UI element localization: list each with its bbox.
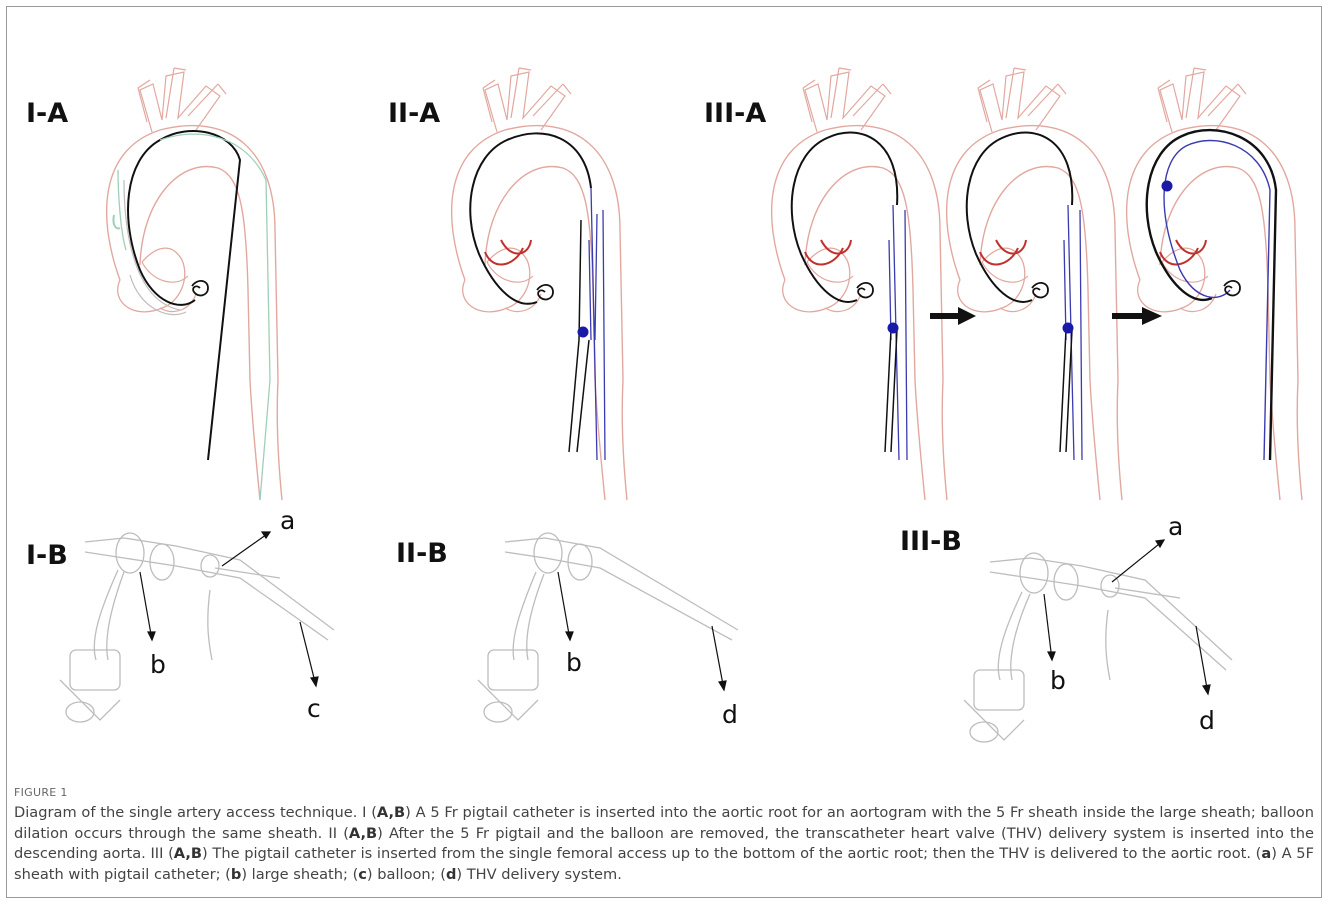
caption-bold-segment: A,B — [377, 804, 405, 821]
caption-bold-segment: b — [231, 866, 241, 883]
callout-letter-d: d — [722, 700, 738, 729]
caption-segment: ) THV delivery system. — [456, 866, 621, 883]
panel-label-ii-b: II-B — [396, 538, 448, 569]
callout-letter-a: a — [1168, 512, 1183, 541]
panel-iii-a-frame-1 — [772, 68, 947, 500]
panel-label-ii-a: II-A — [388, 98, 440, 129]
panel-ii-a-aorta — [452, 68, 627, 500]
caption-segment: ) balloon; ( — [367, 866, 446, 883]
callout-letter-b: b — [1050, 666, 1066, 695]
figure-label: FIGURE 1 — [14, 786, 68, 799]
caption-segment: ) The pigtail catheter is inserted from … — [202, 845, 1261, 862]
caption-bold-segment: a — [1261, 845, 1271, 862]
sequence-arrow-1 — [930, 307, 976, 325]
caption-bold-segment: A,B — [174, 845, 202, 862]
caption-segment: Diagram of the single artery access tech… — [14, 804, 377, 821]
callout-letter-b: b — [566, 648, 582, 677]
panel-label-i-b: I-B — [26, 540, 68, 571]
panel-label-iii-a: III-A — [704, 98, 766, 129]
caption-bold-segment: A,B — [349, 825, 377, 842]
figure-caption: Diagram of the single artery access tech… — [14, 803, 1314, 885]
panel-iii-b-device — [964, 553, 1232, 742]
panel-iii-a-frame-2 — [947, 68, 1122, 500]
callout-letter-a: a — [280, 506, 295, 535]
panel-label-i-a: I-A — [26, 98, 68, 129]
panel-ii-b-device — [478, 533, 738, 722]
panel-label-iii-b: III-B — [900, 526, 962, 557]
panel-i-a-aorta — [107, 68, 282, 500]
figure-artwork — [0, 0, 1329, 760]
sequence-arrow-2 — [1112, 307, 1162, 325]
caption-segment: ) large sheath; ( — [241, 866, 358, 883]
panel-i-b-device — [60, 533, 334, 722]
caption-bold-segment: c — [358, 866, 367, 883]
callout-letter-b: b — [150, 650, 166, 679]
panel-iii-a-frame-3 — [1127, 68, 1302, 500]
callout-letter-c: c — [307, 694, 321, 723]
callout-letter-d: d — [1199, 706, 1215, 735]
caption-bold-segment: d — [446, 866, 456, 883]
